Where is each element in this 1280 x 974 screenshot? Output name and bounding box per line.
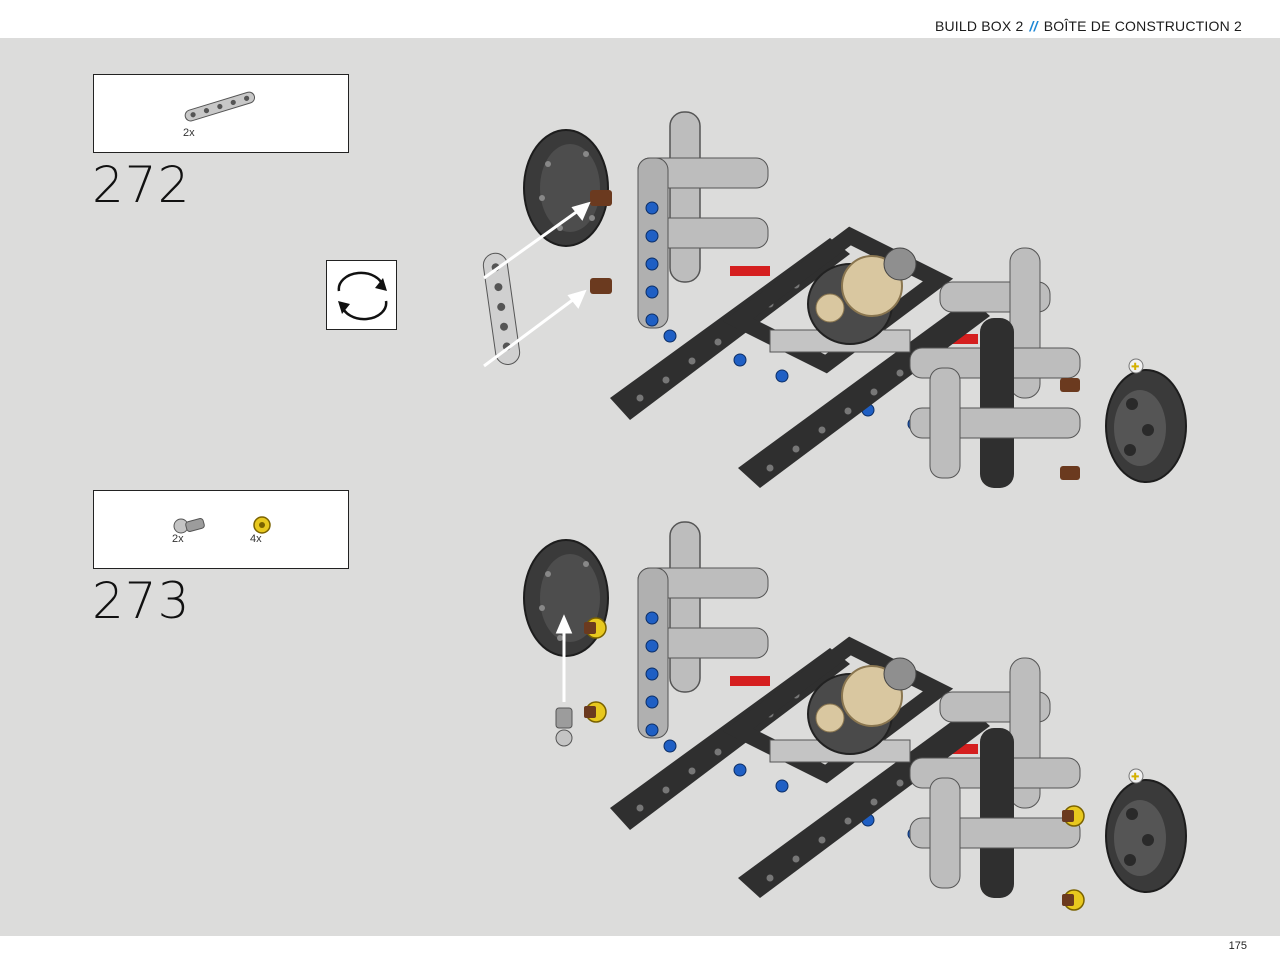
model-assembly-step-272: ✚ [482, 111, 1187, 488]
page-header: BUILD BOX 2 // BOÎTE DE CONSTRUCTION 2 [0, 0, 1280, 38]
step-number-272: 272 [92, 156, 191, 214]
page-footer: 175 [0, 936, 1280, 974]
header-title: BUILD BOX 2 // BOÎTE DE CONSTRUCTION 2 [935, 18, 1242, 34]
gray-pin-connector-icon [173, 518, 205, 534]
part-qty-beam: 2x [183, 127, 195, 139]
parts-box-step-272: 2x [93, 74, 349, 153]
header-title-fr: BOÎTE DE CONSTRUCTION 2 [1043, 18, 1242, 34]
svg-text:✚: ✚ [1131, 772, 1139, 783]
page-number: 175 [1228, 940, 1247, 952]
instruction-canvas: 2x 272 [0, 38, 1280, 936]
rotate-model-icon [337, 271, 388, 321]
parts-box-step-273: 2x 4x [93, 490, 349, 569]
yellow-bushing-icon [253, 516, 271, 534]
header-separator: // [1029, 18, 1038, 34]
step-number-273: 273 [92, 572, 191, 630]
gray-technic-beam-5-icon [184, 91, 256, 122]
part-qty-bushing: 4x [250, 533, 262, 545]
svg-text:✚: ✚ [1131, 362, 1139, 373]
part-qty-pin: 2x [172, 533, 184, 545]
header-title-en: BUILD BOX 2 [934, 18, 1024, 34]
rotate-model-box [326, 260, 397, 330]
model-assembly-step-273: ✚ [523, 521, 1187, 911]
